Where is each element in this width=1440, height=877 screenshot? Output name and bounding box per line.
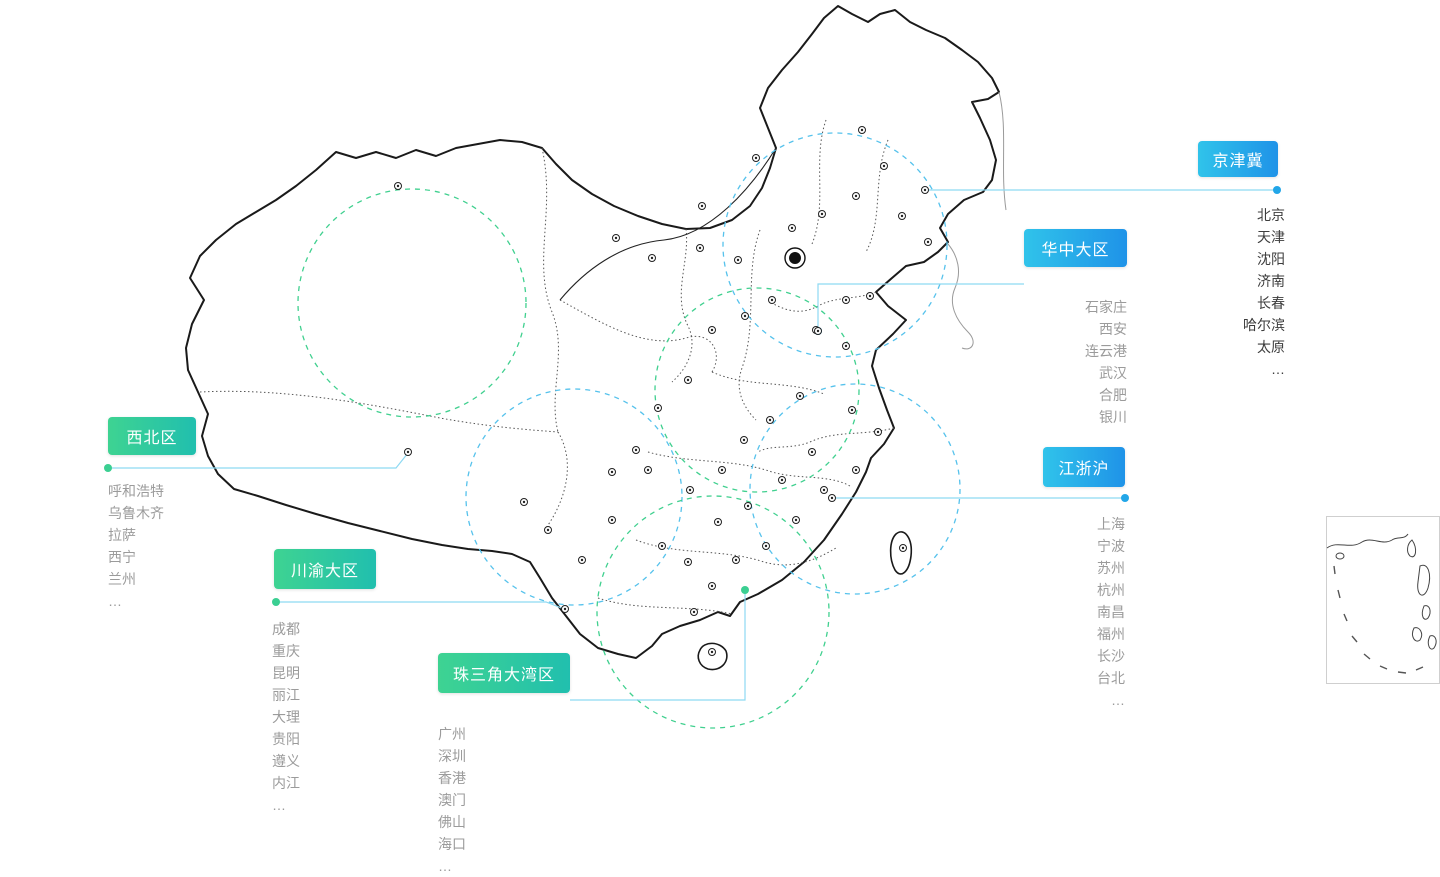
city-list-jingjinji: 北京天津沈阳济南长春哈尔滨太原 …: [1243, 204, 1285, 380]
region-label-xibei[interactable]: 西北区: [108, 417, 196, 455]
city-list-huazhong: 石家庄西安连云港武汉合肥银川: [1085, 296, 1127, 428]
circle-chuanyu: [465, 388, 683, 606]
city-item: 西宁: [108, 549, 136, 565]
city-item: 宁波: [1097, 538, 1125, 554]
region-label-zhusanjiao[interactable]: 珠三角大湾区: [438, 653, 570, 693]
circle-huazhong: [654, 287, 860, 493]
city-item: 南昌: [1097, 604, 1125, 620]
city-item: 北京: [1257, 207, 1285, 223]
dot-chuanyu: [272, 598, 280, 606]
connector-xibei: [108, 452, 409, 469]
city-item: 拉萨: [108, 527, 136, 543]
city-markers: [394, 126, 932, 656]
dot-jingjinji: [1273, 186, 1281, 194]
dot-jiangzhehu: [1121, 494, 1129, 502]
city-item: 哈尔滨: [1243, 317, 1285, 333]
city-item: 呼和浩特: [108, 483, 164, 499]
city-item: …: [272, 797, 286, 813]
city-item: 天津: [1257, 229, 1285, 245]
city-item: 上海: [1097, 516, 1125, 532]
city-item: 合肥: [1099, 387, 1127, 403]
city-item: 乌鲁木齐: [108, 505, 164, 521]
city-list-chuanyu: 成都重庆昆明丽江大理贵阳遵义内江 …: [272, 618, 300, 816]
south-sea-inset-map: [1326, 516, 1440, 684]
city-item: 昆明: [272, 665, 300, 681]
city-item: 台北: [1097, 670, 1125, 686]
city-item: 苏州: [1097, 560, 1125, 576]
city-item: 重庆: [272, 643, 300, 659]
connector-zhusanjiao: [570, 590, 746, 701]
city-item: 银川: [1099, 409, 1127, 425]
circle-xibei: [297, 188, 527, 418]
city-item: 长沙: [1097, 648, 1125, 664]
province-borders: [199, 119, 895, 615]
connector-chuanyu: [276, 601, 565, 610]
beijing-cluster: [784, 247, 806, 269]
city-item: 澳门: [438, 792, 466, 808]
city-item: 石家庄: [1085, 299, 1127, 315]
city-item: 太原: [1257, 339, 1285, 355]
city-list-xibei: 呼和浩特乌鲁木齐拉萨西宁兰州 …: [108, 480, 164, 612]
city-list-zhusanjiao: 广州深圳香港澳门佛山海口 …: [438, 723, 466, 877]
region-circles: [297, 132, 961, 729]
region-label-jingjinji[interactable]: 京津冀: [1198, 141, 1278, 177]
region-label-huazhong[interactable]: 华中大区: [1024, 229, 1127, 267]
city-item: 福州: [1097, 626, 1125, 642]
city-item: 武汉: [1099, 365, 1127, 381]
city-item: 香港: [438, 770, 466, 786]
connector-huazhong: [817, 283, 1024, 331]
city-item: 丽江: [272, 687, 300, 703]
circle-jingjinji: [722, 132, 948, 358]
city-item: 深圳: [438, 748, 466, 764]
city-item: 连云港: [1085, 343, 1127, 359]
dot-huazhong: [814, 327, 822, 335]
city-item: 成都: [272, 621, 300, 637]
dot-zhusanjiao: [741, 586, 749, 594]
city-item: …: [438, 858, 452, 874]
city-item: 西安: [1099, 321, 1127, 337]
city-item: …: [1111, 692, 1125, 708]
city-item: …: [108, 593, 122, 609]
city-item: …: [1271, 361, 1285, 377]
city-item: 杭州: [1097, 582, 1125, 598]
city-item: 大理: [272, 709, 300, 725]
city-item: 济南: [1257, 273, 1285, 289]
city-item: 遵义: [272, 753, 300, 769]
city-item: 长春: [1257, 295, 1285, 311]
hainan-island: [697, 642, 728, 671]
city-item: 沈阳: [1257, 251, 1285, 267]
city-item: 佛山: [438, 814, 466, 830]
taiwan-island: [889, 531, 913, 575]
region-label-jiangzhehu[interactable]: 江浙沪: [1043, 447, 1125, 487]
dot-xibei: [104, 464, 112, 472]
city-item: 海口: [438, 836, 466, 852]
neighbor-coastline: [947, 91, 1007, 350]
circle-jiangzhehu: [749, 383, 961, 595]
city-list-jiangzhehu: 上海宁波苏州杭州南昌福州长沙台北 …: [1097, 513, 1125, 711]
city-item: 贵阳: [272, 731, 300, 747]
city-item: 兰州: [108, 571, 136, 587]
region-label-chuanyu[interactable]: 川渝大区: [274, 549, 376, 589]
city-item: 广州: [438, 726, 466, 742]
city-item: 内江: [272, 775, 300, 791]
circle-zhusanjiao: [596, 495, 830, 729]
